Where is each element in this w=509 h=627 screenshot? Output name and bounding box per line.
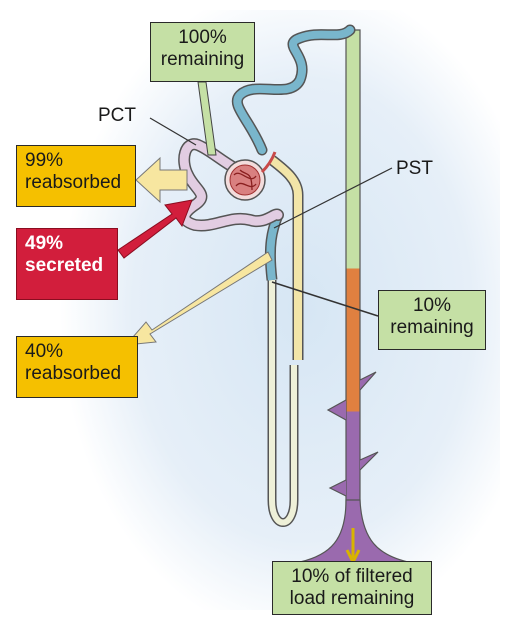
remaining-10-value: 10% (412, 295, 452, 316)
filtered-load-line-1: 10% of filtered (291, 566, 413, 587)
remaining-100-text: remaining (160, 49, 245, 70)
remaining-100-box: 100% remaining (150, 22, 255, 82)
glomerulus (229, 164, 261, 196)
collecting-duct (345, 29, 361, 561)
proximal-convoluted-tubule-lumen (179, 139, 283, 230)
pst-leader-line (273, 167, 393, 229)
remaining-10-box: 10% remaining (378, 290, 486, 350)
reabsorption-arrow-40 (124, 251, 273, 346)
reabsorbed-40-text: reabsorbed (25, 363, 122, 384)
loop-of-henle-lumen (269, 280, 297, 526)
connecting-tubule-lumen (233, 26, 354, 154)
filtered-load-box: 10% of filtered load remaining (272, 561, 432, 615)
pct-label: PCT (98, 105, 136, 126)
secreted-49-text: secreted (25, 255, 104, 276)
remaining-100-value: 100% (178, 27, 227, 48)
collecting-duct-branches (326, 371, 379, 497)
reabsorbed-99-text: reabsorbed (25, 172, 122, 193)
glomerulus-capillaries (233, 169, 257, 191)
secreted-49-box: 49% secreted (16, 228, 118, 300)
afferent-arteriole (260, 151, 277, 174)
filtered-load-line-2: load remaining (289, 588, 415, 609)
reabsorbed-40-box: 40% reabsorbed (16, 336, 138, 398)
reabsorbed-99-value: 99% (25, 150, 64, 171)
remaining-100-pointer (197, 81, 217, 156)
reabsorption-arrow-99 (135, 156, 188, 204)
secreted-49-value: 49% (25, 233, 64, 254)
reabsorbed-40-value: 40% (25, 341, 64, 362)
reabsorbed-99-box: 99% reabsorbed (16, 145, 136, 207)
thick-ascending-limb-lumen (269, 156, 302, 360)
secretion-arrow-49 (117, 199, 193, 259)
remaining-10-leader (271, 281, 379, 317)
pst-label: PST (396, 158, 433, 179)
remaining-10-text: remaining (390, 317, 474, 338)
pct-leader-line (149, 117, 197, 146)
